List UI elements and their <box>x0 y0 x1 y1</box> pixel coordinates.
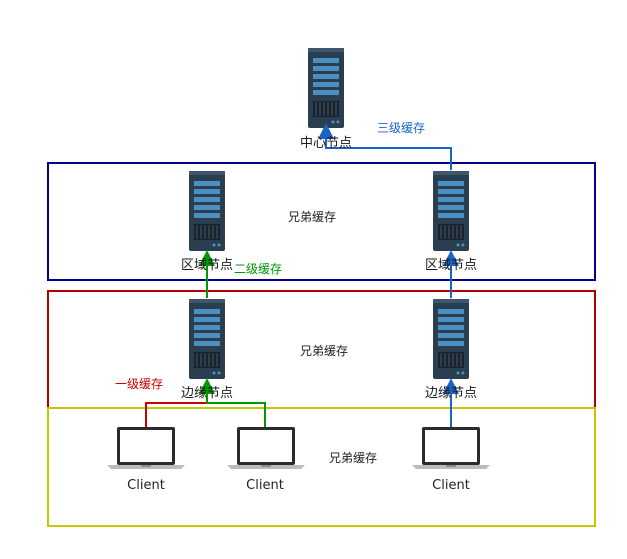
client-laptop-icon <box>107 427 185 469</box>
client-label: Client <box>246 478 284 493</box>
client-label: Client <box>432 478 470 493</box>
edge-sibling-cache-label: 兄弟缓存 <box>300 344 349 358</box>
client-sibling-cache-label: 兄弟缓存 <box>329 451 378 465</box>
center-node-label: 中心节点 <box>299 136 353 151</box>
level1-cache-label: 一级缓存 <box>115 377 164 391</box>
level3-cache-label: 三级缓存 <box>377 121 426 135</box>
region-right-node-label: 区域节点 <box>424 258 478 273</box>
level1-path-line <box>145 402 207 427</box>
region-right-server-icon <box>432 170 470 252</box>
region-sibling-cache-label: 兄弟缓存 <box>288 210 337 224</box>
region-left-node-label: 区域节点 <box>180 258 234 273</box>
region-left-server-icon <box>188 170 226 252</box>
edge-right-node-label: 边缘节点 <box>424 386 478 401</box>
edge-left-server-icon <box>188 298 226 380</box>
center-server-icon <box>307 47 345 129</box>
edge-left-node-label: 边缘节点 <box>180 386 234 401</box>
level3-path-line <box>318 123 452 170</box>
client-laptop-icon <box>227 427 305 469</box>
client-group-box <box>47 407 596 527</box>
region-group-box <box>47 162 596 281</box>
level2-cache-label: 二级缓存 <box>234 262 283 276</box>
client-laptop-icon <box>412 427 490 469</box>
client2-path-line <box>199 378 266 427</box>
client-label: Client <box>127 478 165 493</box>
edge-right-server-icon <box>432 298 470 380</box>
